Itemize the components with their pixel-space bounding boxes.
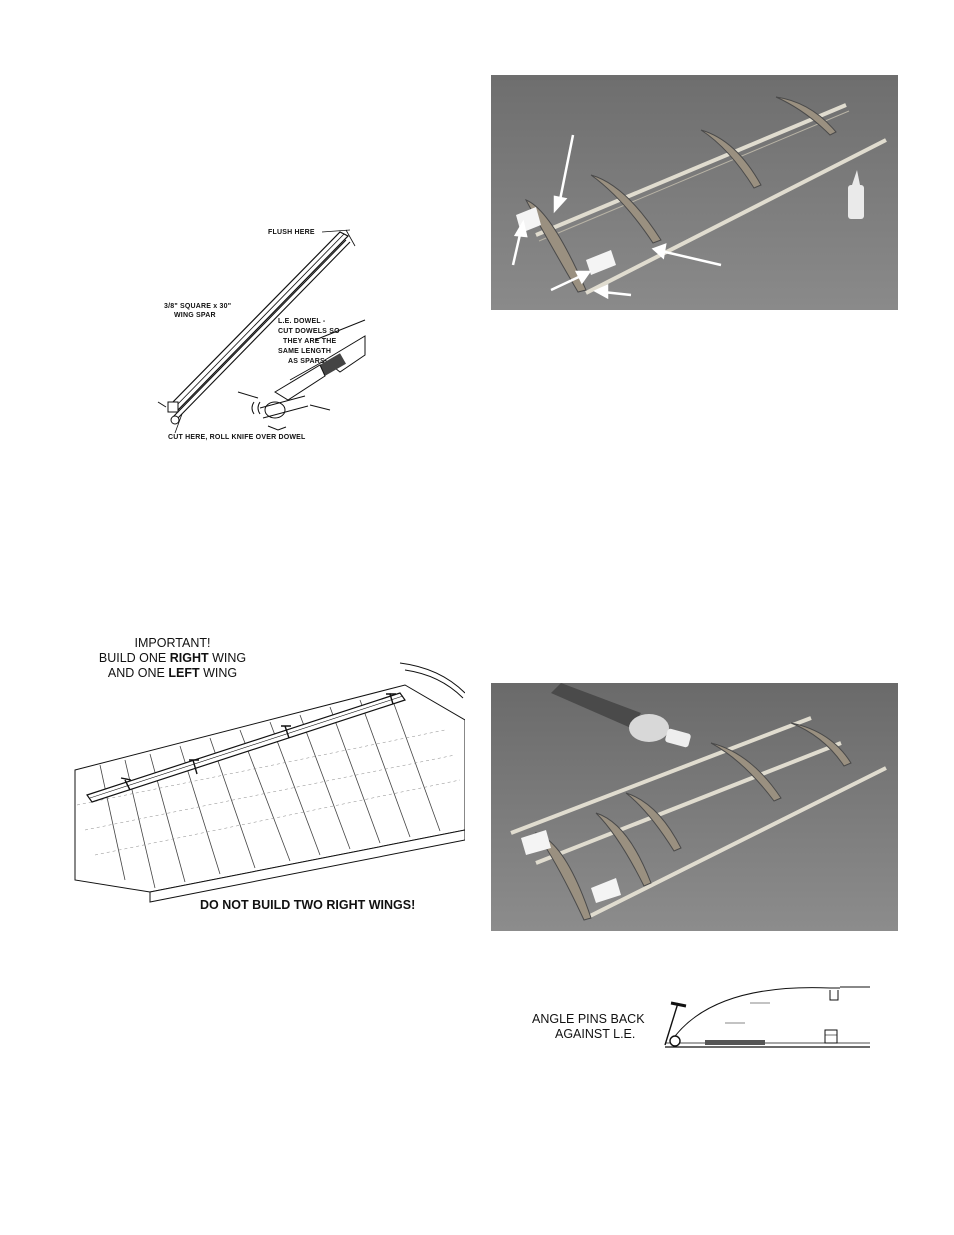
wing-frame-photo-1-drawing	[491, 75, 898, 310]
wing-frame-photo-2-drawing	[491, 683, 898, 931]
cut-here-label: CUT HERE, ROLL KNIFE OVER DOWEL	[168, 434, 306, 441]
dowel-label-line2: CUT DOWELS SO	[278, 328, 340, 335]
pin-label-line2: AGAINST L.E.	[555, 1027, 636, 1041]
spar-dowel-diagram: FLUSH HERE 3/8" SQUARE x 30" WING SPAR L…	[150, 220, 370, 460]
spar-label-line2: WING SPAR	[174, 312, 216, 319]
dowel-label-line1: L.E. DOWEL -	[278, 318, 326, 325]
dowel-label-line3: THEY ARE THE	[283, 338, 337, 345]
pin-angle-diagram: ANGLE PINS BACK AGAINST L.E.	[530, 985, 875, 1050]
right-emphasis: RIGHT	[169, 651, 209, 665]
warning-text: DO NOT BUILD TWO RIGHT WINGS!	[200, 898, 416, 912]
line3-prefix: AND ONE	[107, 666, 169, 680]
dowel-label-line5: AS SPARS	[288, 358, 325, 365]
line2-prefix: BUILD ONE	[98, 651, 170, 665]
wing-frame-photo-1	[491, 75, 898, 310]
wing-plan-drawing	[74, 662, 465, 903]
pin-label-line1: ANGLE PINS BACK	[532, 1012, 645, 1026]
wing-frame-photo-2	[491, 683, 898, 931]
build-one-right-line: BUILD ONE RIGHT WING	[85, 651, 260, 666]
line2-suffix: WING	[208, 651, 247, 665]
wing-build-diagram: IMPORTANT! BUILD ONE RIGHT WING AND ONE …	[55, 630, 465, 930]
flush-here-label: FLUSH HERE	[268, 229, 315, 236]
important-heading: IMPORTANT!	[134, 636, 211, 650]
left-emphasis: LEFT	[168, 666, 200, 680]
line3-suffix: WING	[199, 666, 238, 680]
pin-angle-drawing	[664, 986, 870, 1048]
important-notice: IMPORTANT! BUILD ONE RIGHT WING AND ONE …	[85, 636, 260, 681]
spar-label-line1: 3/8" SQUARE x 30"	[164, 303, 232, 310]
and-one-left-line: AND ONE LEFT WING	[85, 666, 260, 681]
dowel-label-line4: SAME LENGTH	[278, 348, 332, 355]
spar-dowel-drawing	[157, 229, 366, 434]
